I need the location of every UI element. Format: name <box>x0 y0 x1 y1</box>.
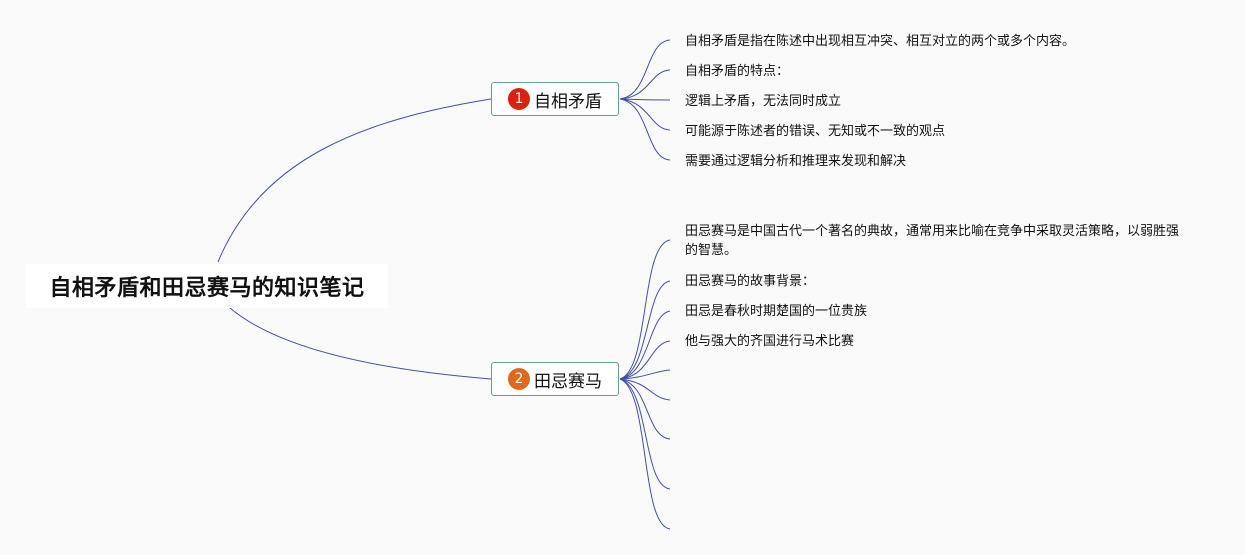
root-topic-label: 自相矛盾和田忌赛马的知识笔记 <box>49 276 365 301</box>
connector-topic2-leaf8 <box>619 378 671 490</box>
connector-topic2-leaf4 <box>619 340 671 380</box>
topic-number-badge: 1 <box>508 88 530 110</box>
connector-topic2-leaf3 <box>619 310 671 380</box>
connector-topic1-leaf3 <box>619 98 671 101</box>
connector-topic1-leaf5 <box>619 98 671 161</box>
topic-label: 自相矛盾 <box>534 91 602 112</box>
connector-topic1-leaf1 <box>619 39 671 100</box>
connector-root-topic1 <box>217 98 492 263</box>
topic-number-badge: 2 <box>508 368 530 390</box>
subtopic-node[interactable]: 可能源于陈述者的错误、无知或不一致的观点 <box>685 124 946 139</box>
topic-label: 田忌赛马 <box>534 371 602 392</box>
connector-topic2-leaf7 <box>619 378 671 440</box>
topic-zixiang-maodun[interactable]: 1 自相矛盾 <box>491 82 619 116</box>
subtopic-node[interactable]: 逻辑上矛盾，无法同时成立 <box>685 94 842 109</box>
subtopic-node[interactable]: 田忌是春秋时期楚国的一位贵族 <box>685 304 868 319</box>
subtopic-node[interactable]: 自相矛盾的特点： <box>685 64 790 79</box>
subtopic-node[interactable]: 田忌赛马的故事背景： <box>685 274 816 289</box>
connector-topic2-leaf6 <box>619 378 671 401</box>
connector-topic2-leaf1 <box>619 239 671 380</box>
connector-topic1-leaf2 <box>619 69 671 100</box>
subtopic-node[interactable]: 自相矛盾是指在陈述中出现相互冲突、相互对立的两个或多个内容。 <box>685 34 1076 49</box>
topic-tianji-saima[interactable]: 2 田忌赛马 <box>491 362 619 396</box>
connector-topic2-leaf2 <box>619 280 671 380</box>
subtopic-node[interactable]: 田忌赛马是中国古代一个著名的典故，通常用来比喻在竞争中采取灵活策略，以弱胜强的智… <box>685 224 1180 258</box>
subtopic-node[interactable]: 需要通过逻辑分析和推理来发现和解决 <box>685 154 907 169</box>
connector-topic2-leaf9 <box>619 378 671 530</box>
connector-root-topic2 <box>229 307 492 380</box>
connector-topic1-leaf4 <box>619 98 671 131</box>
root-topic[interactable]: 自相矛盾和田忌赛马的知识笔记 <box>26 264 388 308</box>
subtopic-node[interactable]: 他与强大的齐国进行马术比赛 <box>685 334 855 349</box>
connector-topic2-leaf5 <box>619 369 671 380</box>
